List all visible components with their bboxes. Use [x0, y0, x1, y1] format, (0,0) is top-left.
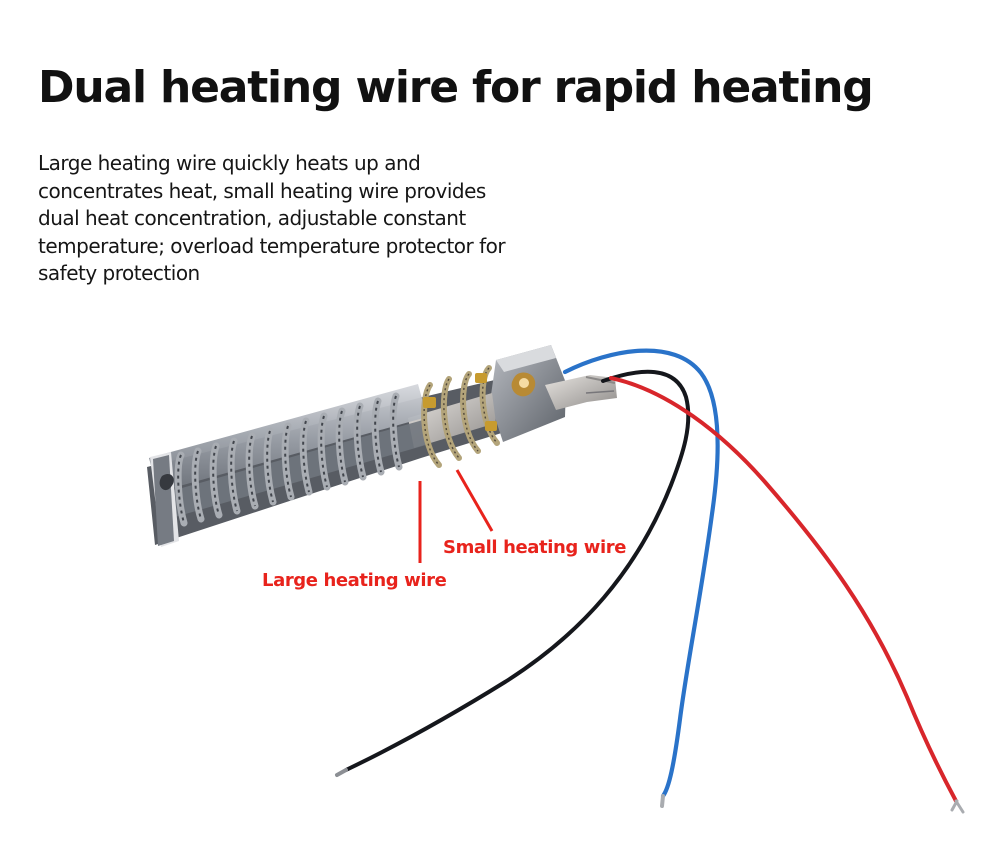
small-heating-wire-label: Small heating wire: [443, 537, 627, 558]
lead-wires: [335, 348, 965, 814]
callout-pointers: [418, 469, 494, 563]
large-heating-wire-coils: [174, 392, 403, 527]
small-heating-wire-coils: [421, 365, 500, 468]
page-title: Dual heating wire for rapid heating: [38, 62, 874, 113]
feature-description: Large heating wire quickly heats up and …: [38, 151, 506, 285]
heating-element-core: [147, 345, 617, 547]
large-heating-wire-label: Large heating wire: [262, 570, 447, 591]
